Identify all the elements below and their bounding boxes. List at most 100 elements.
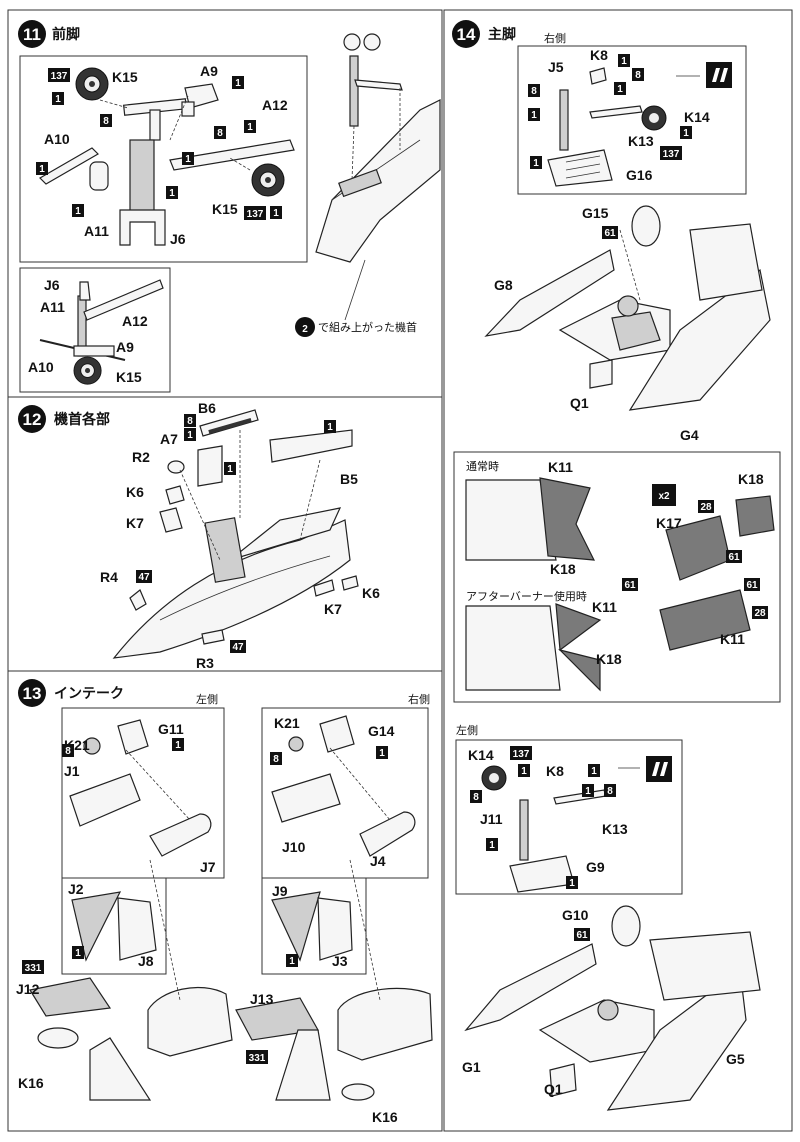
- svg-text:8: 8: [187, 416, 193, 427]
- svg-text:1: 1: [75, 206, 81, 217]
- part-label: J1: [64, 763, 80, 779]
- step11-badges: 137 1 1 8 8 1 1 1 1 1 137 1: [36, 68, 282, 220]
- left-fuselage-assembly: [464, 905, 761, 1111]
- step11-labels: K15 A9 A12 A10 A11 J6 K15 J6 A11 A12 A9 …: [28, 63, 288, 385]
- step-title: インテーク: [54, 686, 124, 702]
- svg-text:1: 1: [521, 766, 527, 777]
- part-label: K11: [592, 599, 617, 615]
- part-label: J8: [138, 953, 154, 969]
- step-title: 前脚: [52, 26, 80, 43]
- step13-header: 13 インテーク: [18, 679, 124, 707]
- svg-text:1: 1: [39, 164, 45, 175]
- svg-text:8: 8: [217, 128, 223, 139]
- svg-text:1: 1: [175, 740, 181, 751]
- step-number-badge: [18, 20, 46, 48]
- svg-text:1: 1: [227, 464, 233, 475]
- nose-reference: 2 で組み上がった機首: [295, 259, 417, 337]
- part-label: R2: [132, 449, 150, 465]
- svg-text:1: 1: [273, 208, 279, 219]
- right-fuselage-assembly: [484, 205, 771, 411]
- part-label: K21: [274, 715, 300, 731]
- part-label: A9: [200, 63, 218, 79]
- part-label: K13: [628, 133, 654, 149]
- step12-labels: B6 A7 R2 K6 K7 R4 B5 K7 K6 R3: [100, 400, 380, 671]
- svg-text:1: 1: [327, 422, 333, 433]
- svg-text:8: 8: [103, 116, 109, 127]
- part-label: G1: [462, 1059, 481, 1075]
- side-label: 左側: [456, 724, 478, 737]
- side-label: 右側: [544, 31, 566, 45]
- svg-text:1: 1: [185, 154, 191, 165]
- svg-text:61: 61: [576, 930, 588, 941]
- side-label: 左側: [196, 693, 218, 706]
- afterburner-label: アフターバーナー使用時: [466, 590, 587, 603]
- svg-text:8: 8: [273, 754, 279, 765]
- nose-gear-assembled: [39, 279, 164, 385]
- part-label: J6: [44, 277, 60, 293]
- part-label: K13: [602, 821, 628, 837]
- svg-text:1: 1: [585, 786, 591, 797]
- part-label: K11: [548, 459, 573, 475]
- step-title: 機首各部: [54, 411, 110, 428]
- part-label: A9: [116, 339, 134, 355]
- part-label: A10: [28, 359, 54, 375]
- svg-text:1: 1: [235, 78, 241, 89]
- part-label: K8: [590, 47, 608, 63]
- part-label: A11: [84, 223, 109, 239]
- part-label: K8: [546, 763, 564, 779]
- svg-text:47: 47: [232, 642, 244, 653]
- part-label: K17: [656, 515, 682, 531]
- svg-text:137: 137: [51, 71, 68, 82]
- part-label: K15: [116, 369, 142, 385]
- nose-gear-exploded: [39, 67, 295, 246]
- part-label: K14: [684, 109, 710, 125]
- part-label: J3: [332, 953, 348, 969]
- part-label: A7: [160, 431, 178, 447]
- step12-header: 12 機首各部: [18, 405, 110, 433]
- step14-labels: J5 K8 K14 K13 G16 G15 G8 Q1 G4 K11 K18 K…: [462, 47, 764, 1097]
- part-label: G9: [586, 859, 605, 875]
- part-label: J12: [16, 981, 40, 997]
- step13-labels: K21 G11 J1 J7 J2 J8 J12 K16 K21 G14 J10 …: [16, 715, 398, 1125]
- svg-text:8: 8: [607, 786, 613, 797]
- wheel-icon: [73, 356, 102, 385]
- times-two-badge: x2: [658, 491, 670, 502]
- reference-step-badge: [295, 317, 315, 337]
- part-label: J11: [480, 811, 503, 827]
- part-label: J2: [68, 881, 84, 897]
- part-label: Q1: [570, 395, 589, 411]
- svg-text:1: 1: [489, 840, 495, 851]
- reference-text: で組み上がった機首: [318, 320, 417, 334]
- part-label: G4: [680, 427, 699, 443]
- svg-text:1: 1: [75, 948, 81, 959]
- step-number: 12: [23, 410, 42, 429]
- part-label: J7: [200, 859, 216, 875]
- part-label: J5: [548, 59, 564, 75]
- step14-header: 14 主脚: [452, 20, 516, 48]
- part-label: A12: [262, 97, 288, 113]
- svg-text:47: 47: [138, 572, 150, 583]
- left-intake-parts: [29, 719, 233, 1101]
- svg-text:61: 61: [746, 580, 758, 591]
- svg-text:137: 137: [247, 209, 264, 220]
- svg-text:1: 1: [55, 94, 61, 105]
- part-label: K18: [550, 561, 576, 577]
- svg-text:1: 1: [531, 110, 537, 121]
- step13-badges: 8 1 1 331 8 1 1 331: [22, 738, 388, 1064]
- part-label: K16: [18, 1075, 44, 1091]
- svg-text:1: 1: [289, 956, 295, 967]
- part-label: R4: [100, 569, 118, 585]
- afterburner-box: 通常時 アフターバーナー使用時 x2: [453, 451, 781, 703]
- wheel-icon: [251, 163, 285, 197]
- svg-text:1: 1: [533, 158, 539, 169]
- nose-fuselage-11: [315, 33, 441, 263]
- part-label: Q1: [544, 1081, 563, 1097]
- part-label: K15: [112, 69, 138, 85]
- step11-header: 11 前脚: [18, 20, 80, 48]
- svg-text:1: 1: [247, 122, 253, 133]
- svg-text:1: 1: [169, 188, 175, 199]
- part-label: B5: [340, 471, 358, 487]
- svg-text:8: 8: [531, 86, 537, 97]
- svg-text:1: 1: [379, 748, 385, 759]
- step-number: 13: [23, 684, 42, 703]
